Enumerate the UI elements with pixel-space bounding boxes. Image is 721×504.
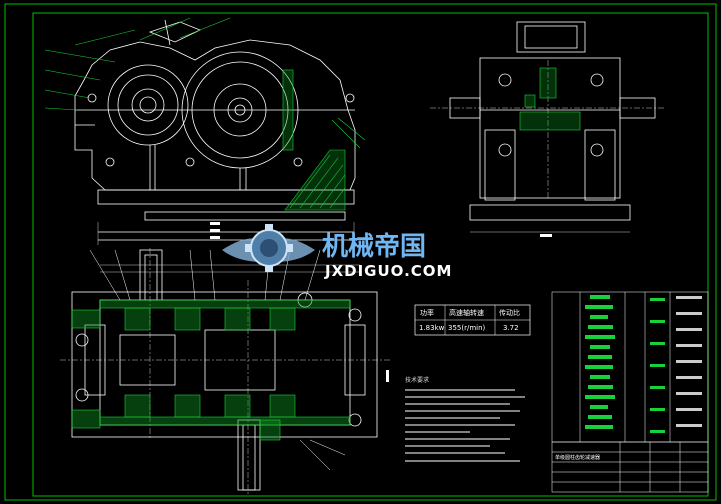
spec-value-ratio: 3.72: [503, 324, 519, 332]
spec-value-speed: 355(r/min): [448, 324, 486, 332]
parts-list: [551, 291, 709, 443]
front-view-leaders: [44, 17, 231, 111]
title-block: [551, 441, 709, 493]
title-block-drawing-title: 单级圆柱齿轮减速器: [555, 454, 600, 461]
watermark-logo: 机械帝国 JXDIGUO.COM: [222, 224, 452, 280]
spec-header-power: 功率: [420, 308, 434, 317]
front-view: [74, 19, 356, 245]
outer-border: [4, 3, 717, 501]
spec-table: 功率 高速轴转速 传动比 1.83kw 355(r/min) 3.72: [414, 304, 531, 336]
inner-border: [32, 12, 709, 497]
front-view-hatch: [282, 69, 366, 211]
watermark-en-text: JXDIGUO.COM: [324, 262, 452, 280]
parts-list-refs: [676, 296, 702, 427]
notes-title: 技术要求: [405, 376, 429, 384]
side-view: [430, 21, 665, 233]
dimension-markers: [210, 222, 552, 382]
top-view-hatch: [71, 299, 351, 441]
spec-header-speed: 高速轴转速: [449, 308, 484, 317]
gear-wings-icon: [222, 224, 315, 272]
side-view-hatch: [519, 67, 581, 131]
top-view: [60, 248, 390, 495]
spec-value-power: 1.83kw: [419, 324, 445, 332]
watermark-cn-text: 机械帝国: [322, 231, 426, 262]
notes-lines: [405, 389, 525, 462]
technical-notes: 技术要求: [405, 376, 525, 462]
parts-list-entries: [585, 295, 665, 433]
spec-header-ratio: 传动比: [499, 308, 520, 317]
